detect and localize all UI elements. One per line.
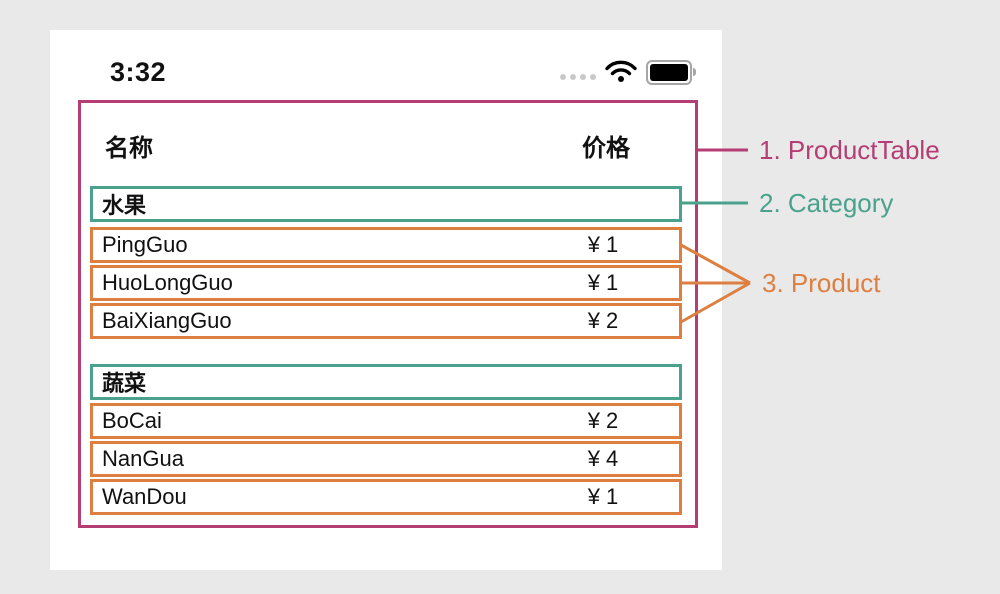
product-row[interactable]: HuoLongGuo ¥ 1 (90, 265, 682, 301)
product-name: NanGua (102, 446, 184, 471)
cellular-signal-icon (560, 74, 596, 80)
product-price: ¥ 2 (587, 408, 619, 433)
product-row[interactable]: PingGuo ¥ 1 (90, 227, 682, 263)
header-name: 名称 (105, 135, 153, 162)
annotation-product: 3. Product (762, 268, 881, 298)
header-price: 价格 (582, 135, 630, 162)
category-label: 蔬菜 (102, 371, 147, 396)
product-price: ¥ 1 (587, 270, 619, 295)
product-row[interactable]: NanGua ¥ 4 (90, 441, 682, 477)
status-bar-time: 3:32 (110, 57, 167, 87)
product-price: ¥ 1 (587, 484, 619, 509)
product-table: 名称 价格 水果 PingGuo ¥ 1 HuoLongGuo ¥ 1 BaiX… (78, 100, 698, 528)
product-row[interactable]: BoCai ¥ 2 (90, 403, 682, 439)
product-name: BoCai (102, 408, 162, 433)
product-row[interactable]: WanDou ¥ 1 (90, 479, 682, 515)
product-row[interactable]: BaiXiangGuo ¥ 2 (90, 303, 682, 339)
annotation-product-table: 1. ProductTable (759, 135, 940, 165)
wifi-icon (604, 58, 638, 89)
product-price: ¥ 4 (587, 446, 619, 471)
product-price: ¥ 1 (587, 232, 619, 257)
product-name: HuoLongGuo (102, 270, 233, 295)
category-row-fruit[interactable]: 水果 (90, 186, 682, 222)
table-header-row: 名称 价格 (81, 128, 695, 163)
product-name: WanDou (102, 484, 187, 509)
product-price: ¥ 2 (587, 308, 619, 333)
category-row-vegetable[interactable]: 蔬菜 (90, 364, 682, 400)
category-label: 水果 (102, 193, 147, 218)
product-name: BaiXiangGuo (102, 308, 232, 333)
annotation-category: 2. Category (759, 188, 894, 218)
product-name: PingGuo (102, 232, 188, 257)
battery-icon (646, 60, 696, 85)
